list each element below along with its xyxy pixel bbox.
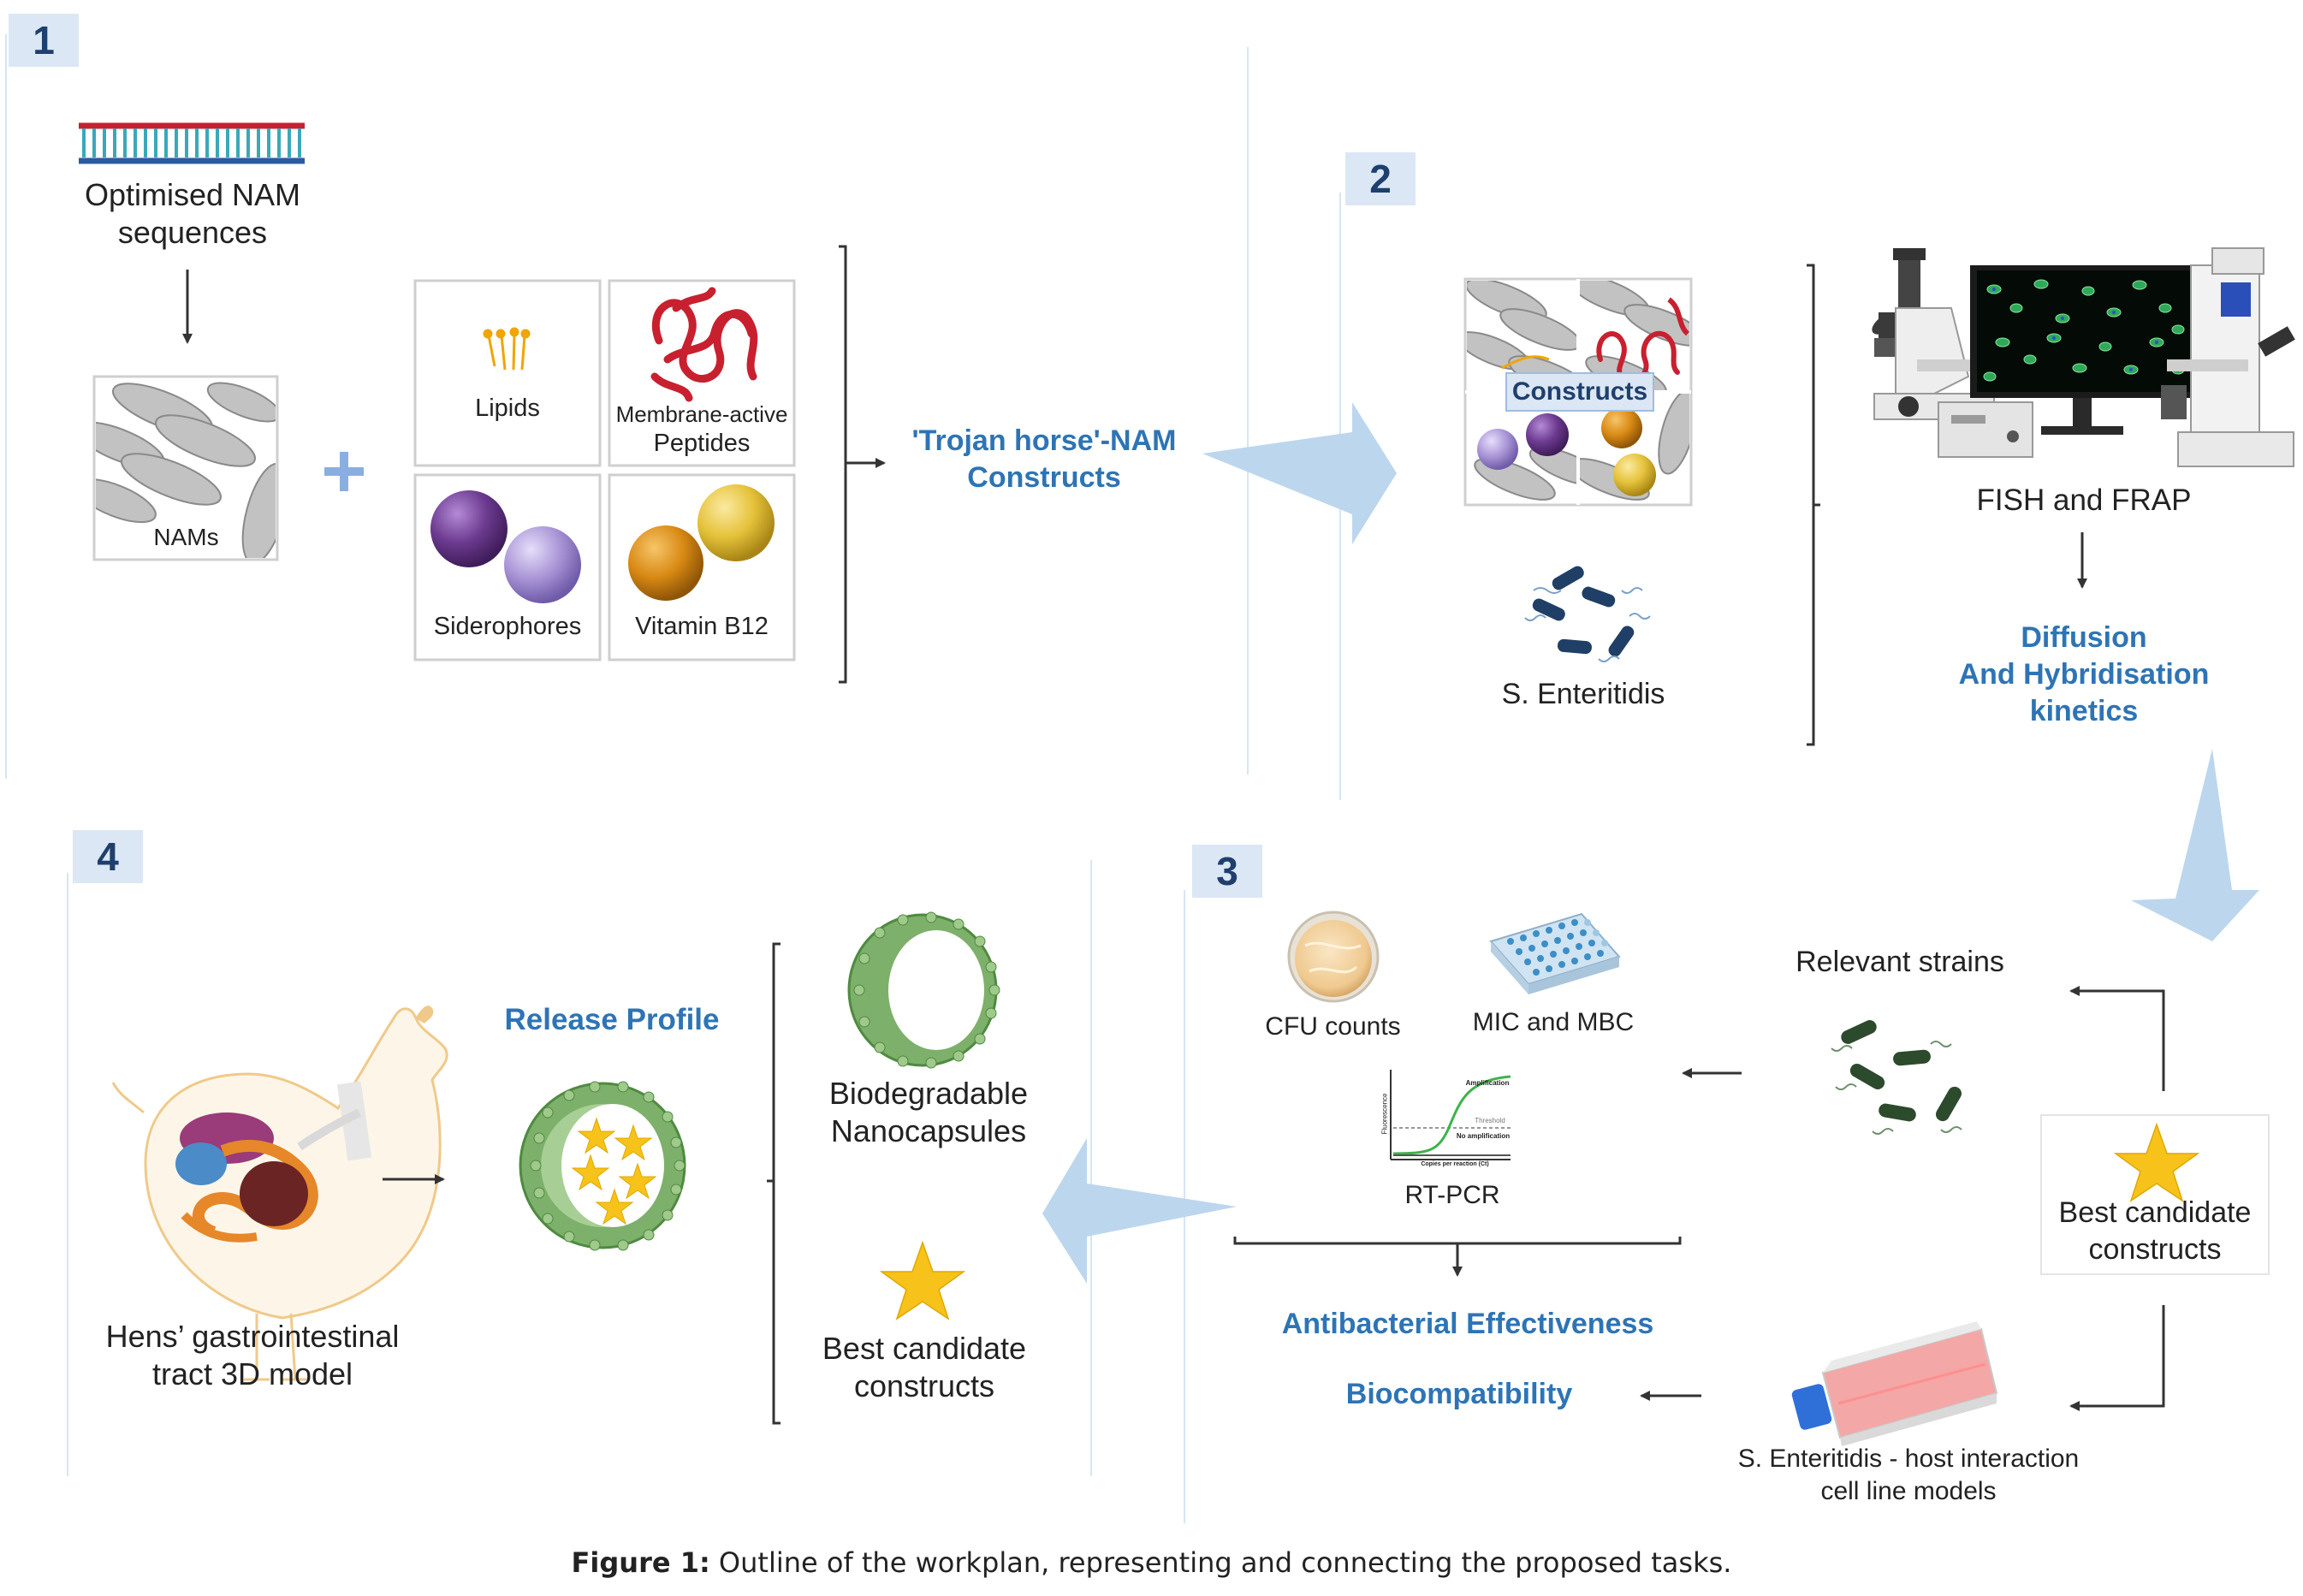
- panel-2-number: 2: [1345, 152, 1416, 205]
- big-arrow-3-to-4: [1042, 1138, 1237, 1284]
- nams-icon: [96, 382, 276, 558]
- best-candidate-p4-line1: Best candidate: [822, 1331, 1027, 1366]
- star-icon-panel3: [2113, 1122, 2200, 1202]
- empty-nanocapsule-icon: [847, 911, 1000, 1069]
- bracket-panel2: [1807, 264, 1815, 746]
- panel-1-number: 1: [9, 14, 79, 67]
- nanocapsule-stars-icon: [519, 1081, 686, 1251]
- peptides-icon: [650, 287, 758, 402]
- vitamin-b12-label: Vitamin B12: [635, 613, 769, 640]
- rt-pcr-label: RT-PCR: [1404, 1181, 1500, 1209]
- pcr-threshold-label: Threshold: [1475, 1117, 1505, 1124]
- cell-flask-icon: [1791, 1321, 1998, 1446]
- lipids-label: Lipids: [475, 395, 540, 422]
- nam-sequences-label: Optimised NAM sequences: [51, 176, 334, 252]
- bracket-panel3: [1233, 1237, 1682, 1245]
- panel4-right-line: [1090, 860, 1092, 1476]
- loop-arrow-to-host: [2069, 1305, 2165, 1411]
- trojan-constructs-line1: 'Trojan horse'-NAM: [911, 424, 1177, 457]
- peptides-label: Membrane-active Peptides: [609, 400, 794, 458]
- nanocapsules-label: Biodegradable Nanocapsules: [787, 1075, 1070, 1150]
- pcr-amplification-label: Amplification: [1465, 1079, 1510, 1087]
- hens-line1: Hens’ gastrointestinal: [105, 1319, 400, 1354]
- bracket-panel4: [772, 942, 781, 1425]
- plus-icon: [324, 452, 364, 491]
- kinetics-line1: Diffusion: [2021, 621, 2147, 654]
- host-interaction-line2: cell line models: [1820, 1477, 1997, 1505]
- constructs-grid-icon: [1465, 279, 1691, 505]
- biocompatibility-label: Biocompatibility: [1345, 1378, 1573, 1410]
- cfu-plate-icon: [1287, 911, 1380, 1003]
- panel4-left-line: [67, 873, 68, 1476]
- best-candidate-p4-line2: constructs: [853, 1368, 995, 1403]
- loop-arrow-to-strains: [2069, 986, 2165, 1091]
- nam-sequences-line2: sequences: [117, 215, 268, 250]
- constructs-badge: Constructs: [1511, 377, 1648, 406]
- pcr-ylabel: Fluorescence: [1380, 1093, 1389, 1135]
- trojan-constructs-line2: Constructs: [967, 461, 1121, 494]
- vitamin-b12-icon: [628, 484, 775, 601]
- nano-line2: Nanocapsules: [830, 1113, 1027, 1148]
- diffusion-kinetics-label: Diffusion And Hybridisation kinetics: [1934, 620, 2234, 730]
- caption-text: Outline of the workplan, representing an…: [709, 1546, 1732, 1579]
- panel1-left-line: [5, 34, 7, 779]
- lipids-icon: [483, 327, 531, 371]
- peptides-line1: Membrane-active: [615, 401, 788, 427]
- pcr-no-amplification-label: No amplification: [1456, 1132, 1511, 1140]
- star-icon-panel4: [879, 1240, 966, 1320]
- panel-4-number: 4: [73, 830, 143, 883]
- panel-3-number: 3: [1192, 845, 1262, 898]
- pcr-xlabel: Copies per reaction (Ct): [1421, 1161, 1489, 1167]
- nano-line1: Biodegradable: [828, 1076, 1029, 1111]
- fish-frap-label: FISH and FRAP: [1976, 484, 2192, 517]
- mic-plate-icon: [1489, 912, 1621, 994]
- panel1-right-line: [1247, 47, 1249, 774]
- bacteria-icon: [1524, 566, 1651, 662]
- nam-sequences-line1: Optimised NAM: [84, 177, 301, 212]
- antibacterial-effectiveness-label: Antibacterial Effectiveness: [1281, 1308, 1654, 1340]
- hens-gi-label: Hens’ gastrointestinal tract 3D model: [77, 1318, 428, 1393]
- dna-icon: [79, 122, 305, 164]
- best-candidate-line1: Best candidate: [2058, 1196, 2252, 1229]
- microscope-setup-icon: [1872, 247, 2295, 467]
- cfu-counts-label: CFU counts: [1265, 1012, 1401, 1041]
- strains-bacteria-icon: [1831, 1020, 1962, 1135]
- nams-label: NAMs: [153, 524, 219, 550]
- release-profile-label: Release Profile: [504, 1003, 720, 1036]
- bracket-panel1: [839, 245, 847, 684]
- kinetics-line2: And Hybridisation: [1958, 658, 2210, 691]
- best-candidate-label-panel3: Best candidate constructs: [2041, 1195, 2269, 1268]
- kinetics-line3: kinetics: [2029, 695, 2139, 727]
- trojan-constructs-label: 'Trojan horse'-NAM Constructs: [886, 423, 1202, 496]
- big-arrow-1-to-2: [1202, 402, 1397, 544]
- hen-gi-tract-icon: [111, 1006, 448, 1381]
- mic-mbc-label: MIC and MBC: [1472, 1008, 1635, 1036]
- rt-pcr-chart-icon: [1390, 1070, 1511, 1160]
- peptides-line2: Peptides: [653, 430, 751, 457]
- best-candidate-line2: constructs: [2088, 1233, 2222, 1266]
- big-arrow-2-to-3: [2131, 749, 2259, 941]
- host-interaction-label: S. Enteritidis - host interaction cell l…: [1712, 1443, 2105, 1508]
- best-candidate-label-panel4: Best candidate constructs: [787, 1330, 1061, 1405]
- siderophores-label: Siderophores: [433, 613, 582, 640]
- host-interaction-line1: S. Enteritidis - host interaction: [1737, 1445, 2080, 1473]
- caption-bold: Figure 1:: [571, 1546, 710, 1579]
- siderophores-icon: [430, 490, 581, 603]
- relevant-strains-label: Relevant strains: [1796, 946, 2004, 978]
- s-enteritidis-label: S. Enteritidis: [1501, 678, 1665, 710]
- figure-caption: Figure 1: Outline of the workplan, repre…: [0, 1546, 2303, 1579]
- hens-line2: tract 3D model: [151, 1356, 353, 1391]
